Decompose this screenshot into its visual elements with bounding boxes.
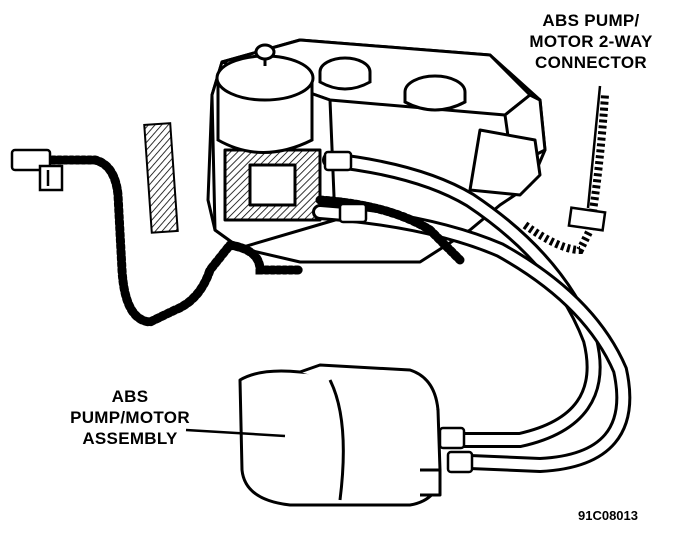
two-way-connector [567, 206, 607, 232]
fluid-reservoir [215, 43, 315, 154]
label-plate [143, 122, 179, 234]
callout-line: PUMP/MOTOR [70, 408, 190, 427]
callout-line: ABS PUMP/ [542, 11, 640, 30]
connector-callout-label: ABS PUMP/ MOTOR 2-WAY CONNECTOR [506, 10, 676, 73]
figure-code: 91C08013 [578, 508, 638, 523]
sensor-connector [10, 148, 64, 192]
callout-line: ASSEMBLY [82, 429, 178, 448]
callout-line: CONNECTOR [535, 53, 647, 72]
brake-tubes [312, 152, 632, 474]
callout-line: MOTOR 2-WAY [529, 32, 653, 51]
callout-line: ABS [111, 387, 149, 406]
pump-motor-assembly [238, 363, 442, 507]
leader-lines [185, 85, 602, 438]
tube-fittings [323, 150, 474, 474]
sensor-cable [35, 155, 305, 327]
motor-harness [522, 94, 609, 255]
reservoir-caps [318, 56, 467, 112]
assembly-callout-label: ABS PUMP/MOTOR ASSEMBLY [50, 386, 210, 449]
